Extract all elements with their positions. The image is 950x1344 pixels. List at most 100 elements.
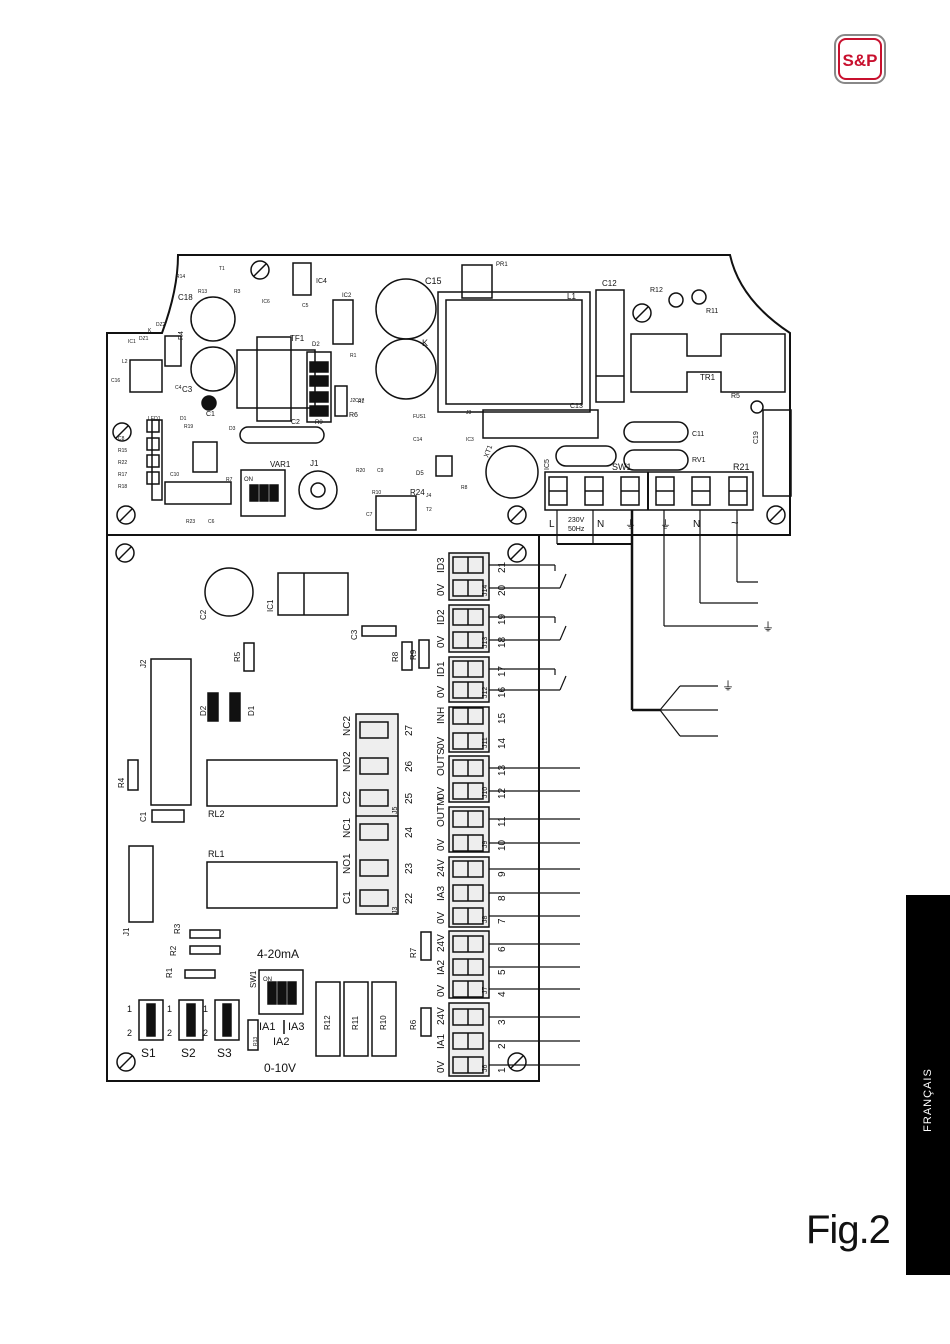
component-label: C4 xyxy=(175,385,182,391)
resistor-r5 xyxy=(243,642,255,672)
connector-j2-upper xyxy=(151,419,163,501)
jumper-s1 xyxy=(138,999,164,1041)
jumper-pin-label: 2 xyxy=(203,1028,208,1038)
jumper-pin-label: 1 xyxy=(167,1004,172,1014)
jumper-label: S2 xyxy=(181,1046,196,1060)
component-label: R23 xyxy=(186,519,195,525)
terminal-number: 9 xyxy=(497,871,508,877)
jumper-slot xyxy=(222,1003,232,1037)
screw-hole xyxy=(507,505,527,525)
label-c16: K xyxy=(422,338,428,348)
relay-rl1 xyxy=(206,861,338,909)
earth-symbol-1: ⏚ xyxy=(625,518,636,531)
resistor-r12 xyxy=(315,981,341,1057)
terminal-number: 8 xyxy=(497,895,508,901)
relay-terminal-label: NO1 xyxy=(342,853,353,874)
relay-terminal xyxy=(359,859,389,877)
diode xyxy=(309,375,329,387)
component-label: R18 xyxy=(118,484,127,490)
relay-terminal-label: NC1 xyxy=(342,818,353,838)
capacitor-c18 xyxy=(190,296,236,342)
dip-lever xyxy=(259,484,269,502)
resistor-r5 xyxy=(750,400,764,414)
jumper-slot xyxy=(146,1003,156,1037)
label-c15: C15 xyxy=(425,276,442,286)
lower-circuit-board xyxy=(106,534,540,1082)
terminal-number: 3 xyxy=(497,1019,508,1025)
component-label: R2 xyxy=(358,399,365,405)
component-label: C8 xyxy=(118,436,125,442)
terminal-number: 12 xyxy=(497,787,508,799)
component-label: C14 xyxy=(413,437,422,443)
component-label: J3 xyxy=(466,410,472,416)
label-rl2: RL2 xyxy=(208,809,225,819)
label-l2: R4 xyxy=(178,331,185,340)
jumper-slot xyxy=(186,1003,196,1037)
component-labels: C15KC18C3L1PR1C12R12R11TR1R5C13C11RV1C19… xyxy=(111,262,774,1075)
terminal-number: 17 xyxy=(497,665,508,677)
component-label: K xyxy=(148,328,152,334)
terminal-connector-label: J8 xyxy=(482,916,489,924)
label-j2: J2 xyxy=(139,659,148,668)
terminal-label: INH xyxy=(436,707,447,724)
terminal-connector-label: J6 xyxy=(482,1065,489,1073)
capacitor-c13 xyxy=(482,409,599,439)
screw-hole xyxy=(112,422,132,442)
label-c17: C3 xyxy=(182,385,193,394)
logo-text: S&P xyxy=(843,51,878,70)
terminal-label: IA2 xyxy=(436,960,447,975)
terminal-label: ID3 xyxy=(436,557,447,573)
component-label: R8 xyxy=(461,485,468,491)
lower-board-outline xyxy=(106,534,540,1082)
terminal-connector-label: J12 xyxy=(482,687,489,698)
jumper-label: S1 xyxy=(141,1046,156,1060)
jumper-pin-label: 1 xyxy=(203,1004,208,1014)
label-c19: C19 xyxy=(753,431,760,444)
chip-ic4 xyxy=(292,262,312,296)
terminal-label: 0V xyxy=(436,685,447,698)
language-tab: FRANÇAIS xyxy=(906,895,950,1275)
dip-lever xyxy=(287,981,297,1005)
terminal-connector-label: J13 xyxy=(482,637,489,648)
sp-logo: S&P xyxy=(834,34,886,84)
voltage-label: 230V xyxy=(568,517,585,524)
component-label: C7 xyxy=(366,512,373,518)
connector-j1 xyxy=(128,845,154,923)
terminal-number: 5 xyxy=(497,969,508,975)
capacitor-c1 xyxy=(151,809,185,823)
label-r11: R11 xyxy=(706,308,718,315)
label-j4: R24 xyxy=(410,488,425,497)
resistor-r12 xyxy=(668,292,684,308)
capacitor-c2 xyxy=(204,567,254,617)
label-r5: R5 xyxy=(731,393,740,400)
label-c2: C2 xyxy=(199,609,208,620)
screw-slot xyxy=(635,306,649,320)
capacitor-c3 xyxy=(361,625,397,637)
jumper-pin-label: 2 xyxy=(127,1028,132,1038)
label-d2: D2 xyxy=(312,342,320,348)
capacitor-c11 xyxy=(623,421,689,443)
label-r3: R3 xyxy=(173,923,182,934)
label-var1: IC5 xyxy=(544,459,551,470)
resistor-r11 xyxy=(343,981,369,1057)
label-r11: R11 xyxy=(351,1015,360,1030)
label-r1: R1 xyxy=(165,967,174,978)
resistor xyxy=(146,454,160,468)
label-ic1-upper: L2 xyxy=(122,359,128,365)
input-ia1: IA1 xyxy=(259,1021,276,1033)
label-c1-upper: C2 xyxy=(291,419,300,426)
capacitor-c19 xyxy=(762,409,792,497)
terminal-label: 0V xyxy=(436,838,447,851)
terminal-label: OUTM xyxy=(436,798,447,827)
label-pr1: PR1 xyxy=(496,262,508,268)
component-label: J4 xyxy=(426,493,432,499)
capacitor-c14 xyxy=(623,449,689,471)
label-c18: C18 xyxy=(178,293,193,302)
jumper-s3 xyxy=(214,999,240,1041)
relay-terminal xyxy=(359,757,389,775)
label-r2: R2 xyxy=(169,945,178,956)
capacitor-c15 xyxy=(375,278,437,340)
terminal-label: 0V xyxy=(436,786,447,799)
diode-d2 xyxy=(207,692,219,722)
screw-slot xyxy=(510,508,524,522)
